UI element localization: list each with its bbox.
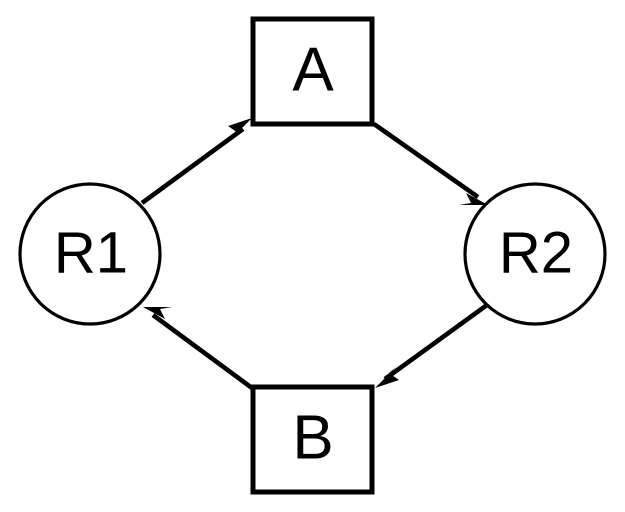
node-r2[interactable]: R2 [463,182,607,326]
node-r1-circle[interactable] [18,182,162,326]
edge-r2-to-b-line [383,303,489,381]
edge-a-to-r2[interactable] [372,122,488,205]
edge-b-to-r1-hit[interactable] [143,307,252,388]
edge-r1-to-a-line [140,127,245,205]
edge-r1-to-a-hit[interactable] [142,118,252,203]
node-b[interactable]: B [250,384,375,495]
node-a[interactable]: A [250,16,375,127]
node-b-box[interactable] [250,384,375,495]
edge-r2-to-b-arrowhead [375,366,399,388]
edge-r2-to-b-hit[interactable] [375,305,487,388]
edge-a-to-r2-line [372,122,480,199]
edge-b-to-r1[interactable] [143,307,254,390]
edge-a-to-r2-hit[interactable] [374,124,488,205]
edge-a-to-r2-arrowhead [459,193,488,205]
node-r2-circle[interactable] [463,182,607,326]
node-a-box[interactable] [250,16,375,127]
edge-b-to-r1-line [151,313,254,390]
edge-r2-to-b[interactable] [375,303,489,388]
node-r1[interactable]: R1 [18,182,162,326]
edge-r1-to-a[interactable] [140,118,252,205]
edge-r1-to-a-arrowhead [228,118,252,140]
edge-b-to-r1-arrowhead [143,307,172,319]
